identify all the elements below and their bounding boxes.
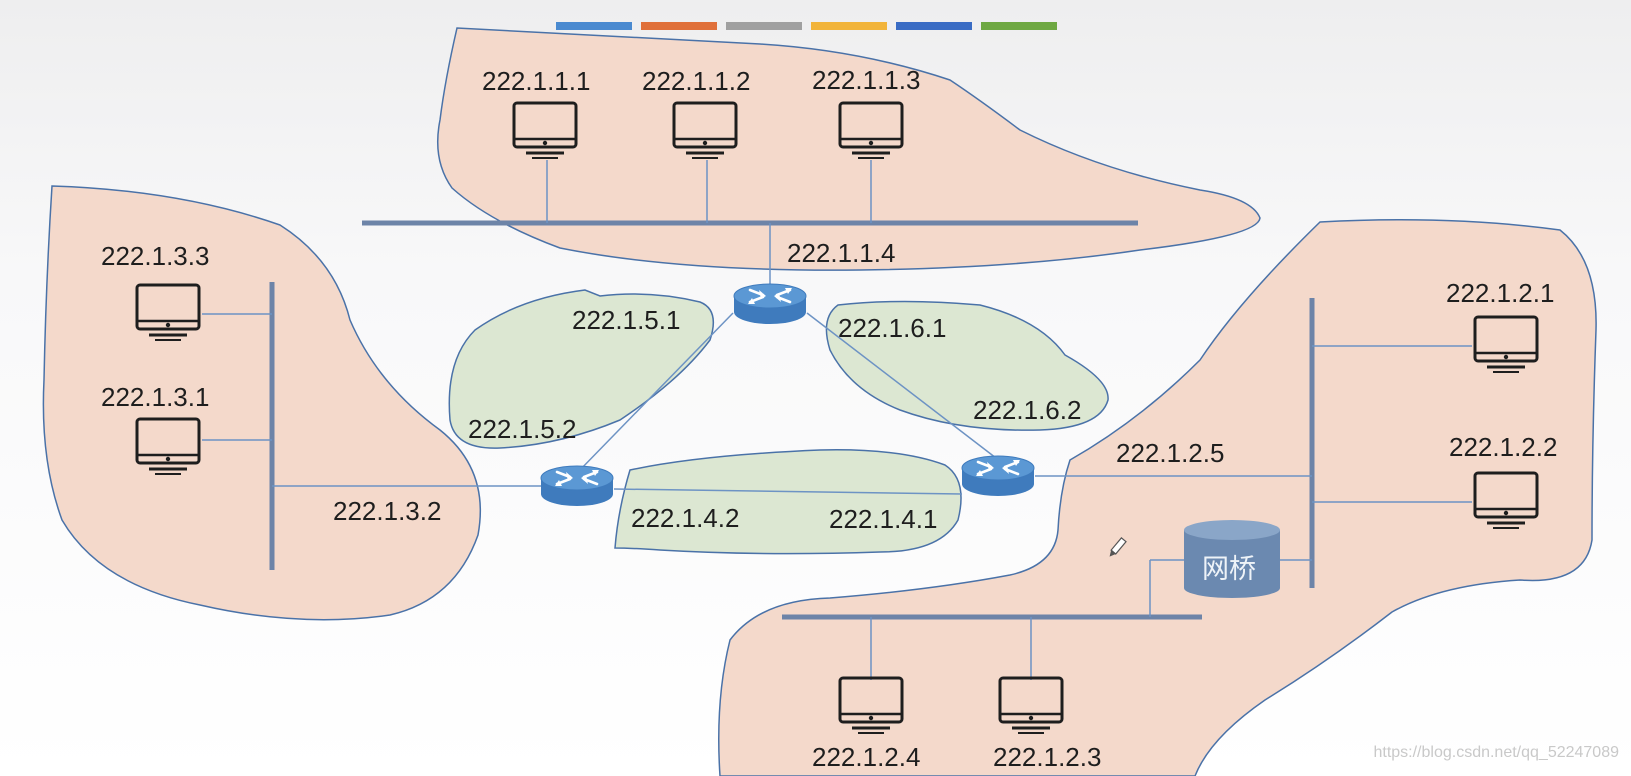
subnet-region-6: [825, 300, 1109, 431]
interface-label-222-1-4-1: 222.1.4.1: [829, 504, 938, 534]
top-color-bar: [556, 22, 1057, 30]
interface-label-222-1-4-2: 222.1.4.2: [631, 503, 740, 533]
interface-label-222-1-1-4: 222.1.1.4: [787, 238, 896, 268]
host-label-222-1-2-3: 222.1.2.3: [993, 742, 1102, 772]
lan-region-left: [42, 185, 482, 621]
bridge-label: 网桥: [1202, 554, 1256, 585]
host-label-222-1-3-3: 222.1.3.3: [101, 241, 210, 271]
subnet-region-4: [614, 449, 962, 555]
host-label-222-1-1-2: 222.1.1.2: [642, 66, 751, 96]
subnet-region-5: [448, 289, 715, 449]
router-icon-top: [732, 282, 808, 326]
router-icon-right: [960, 454, 1036, 498]
interface-label-222-1-2-5: 222.1.2.5: [1116, 438, 1225, 468]
interface-label-222-1-3-2: 222.1.3.2: [333, 496, 442, 526]
router-icon-left: [539, 464, 615, 508]
interface-label-222-1-6-2: 222.1.6.2: [973, 395, 1082, 425]
pen-cursor-icon: [1109, 537, 1127, 557]
host-label-222-1-2-2: 222.1.2.2: [1449, 432, 1558, 462]
color-bar-segment: [981, 22, 1057, 30]
color-bar-segment: [811, 22, 887, 30]
color-bar-segment: [556, 22, 632, 30]
host-label-222-1-2-1: 222.1.2.1: [1446, 278, 1555, 308]
host-label-222-1-1-3: 222.1.1.3: [812, 65, 921, 95]
host-label-222-1-3-1: 222.1.3.1: [101, 382, 210, 412]
color-bar-segment: [896, 22, 972, 30]
lan-region-top: [437, 27, 1261, 271]
interface-label-222-1-5-1: 222.1.5.1: [572, 305, 681, 335]
color-bar-segment: [641, 22, 717, 30]
host-label-222-1-1-1: 222.1.1.1: [482, 66, 591, 96]
interface-label-222-1-5-2: 222.1.5.2: [468, 414, 577, 444]
watermark: https://blog.csdn.net/qq_52247089: [1373, 744, 1619, 761]
links: [202, 160, 1472, 680]
bridge-icon: [1184, 520, 1280, 598]
interface-label-222-1-6-1: 222.1.6.1: [838, 313, 947, 343]
lan-region-right: [718, 219, 1597, 776]
color-bar-segment: [726, 22, 802, 30]
host-label-222-1-2-4: 222.1.2.4: [812, 742, 921, 772]
